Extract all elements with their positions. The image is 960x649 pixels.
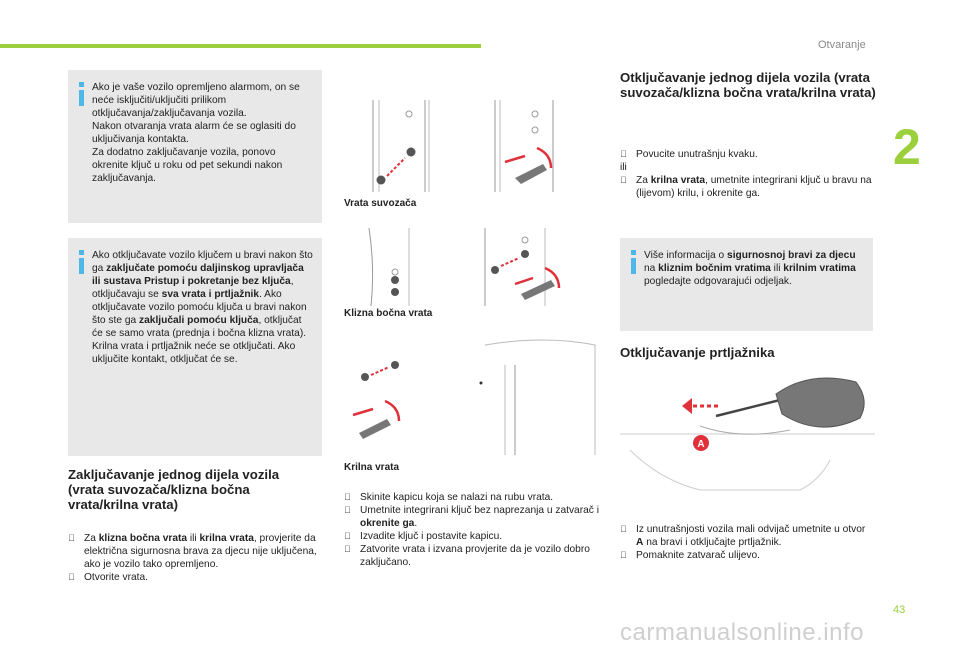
or-text: ili [620, 162, 627, 173]
passenger-door-illustration [372, 100, 554, 192]
door-lock-steps: Skinite kapicu koja se nalazi na rubu v… [344, 491, 599, 569]
sliding-door-caption: Klizna bočna vrata [344, 308, 433, 319]
list-item: Otvorite vrata. [68, 572, 148, 583]
key-unlock-note: Ako otključavate vozilo ključem u bravi … [68, 238, 322, 456]
child-lock-note: Više informacija o sigurnosnoj bravi za … [620, 238, 873, 331]
list-item: Povucite unutrašnju kvaku. [620, 149, 758, 160]
info-icon [79, 82, 84, 106]
list-item: Za klizna bočna vrata ili krilna vrata,… [68, 533, 317, 570]
lock-section-title: Zaključavanje jednog dijela vozila (vrat… [68, 467, 280, 512]
lock-steps: Za klizna bočna vrata ili krilna vrata,… [68, 532, 320, 584]
info-icon [79, 250, 84, 274]
trunk-section-title: Otključavanje prtljažnika [620, 345, 775, 360]
list-item: Pomaknite zatvarač ulijevo. [620, 550, 761, 561]
list-item: Izvadite ključ i postavite kapicu. [344, 531, 503, 542]
trunk-lock-illustration: A [620, 377, 875, 491]
section-title: Otvaranje [818, 39, 866, 51]
note-text: Za dodatno zaključavanje vozila, ponovo … [92, 147, 283, 184]
alarm-note: Ako je vaše vozilo opremljeno alarmom, o… [68, 70, 322, 223]
wing-door-caption: Krilna vrata [344, 462, 400, 473]
trunk-steps: Iz unutrašnjosti vozila mali odvijač um… [620, 523, 875, 562]
passenger-door-caption: Vrata suvozača [344, 198, 417, 209]
sliding-door-illustration [368, 228, 561, 306]
list-item: Iz unutrašnjosti vozila mali odvijač um… [620, 524, 866, 548]
unlock-steps: Povucite unutrašnju kvaku. ili Za kril… [620, 148, 875, 200]
page-number: 43 [893, 604, 906, 616]
header-accent-bar [0, 44, 481, 48]
note-text: Nakon otvaranja vrata alarm će se oglasi… [92, 121, 296, 145]
callout-label-a: A [697, 439, 704, 450]
note-text: Više informacija o sigurnosnoj bravi za … [644, 250, 856, 287]
chapter-number: 2 [893, 119, 921, 175]
info-icon [631, 250, 636, 274]
watermark: carmanualsonline.info [620, 619, 864, 646]
list-item: Za krilna vrata, umetnite integrirani k… [620, 175, 872, 199]
list-item: Umetnite integrirani ključ bez naprezan… [344, 505, 599, 529]
note-text: Ako je vaše vozilo opremljeno alarmom, o… [92, 82, 300, 119]
unlock-section-title: Otključavanje jednog dijela vozila (vrat… [620, 70, 876, 100]
wing-door-illustration [352, 339, 596, 455]
note-text: Ako otključavate vozilo ključem u bravi … [92, 250, 313, 365]
list-item: Skinite kapicu koja se nalazi na rubu v… [344, 492, 554, 503]
list-item: Zatvorite vrata i izvana provjerite da … [344, 544, 590, 568]
